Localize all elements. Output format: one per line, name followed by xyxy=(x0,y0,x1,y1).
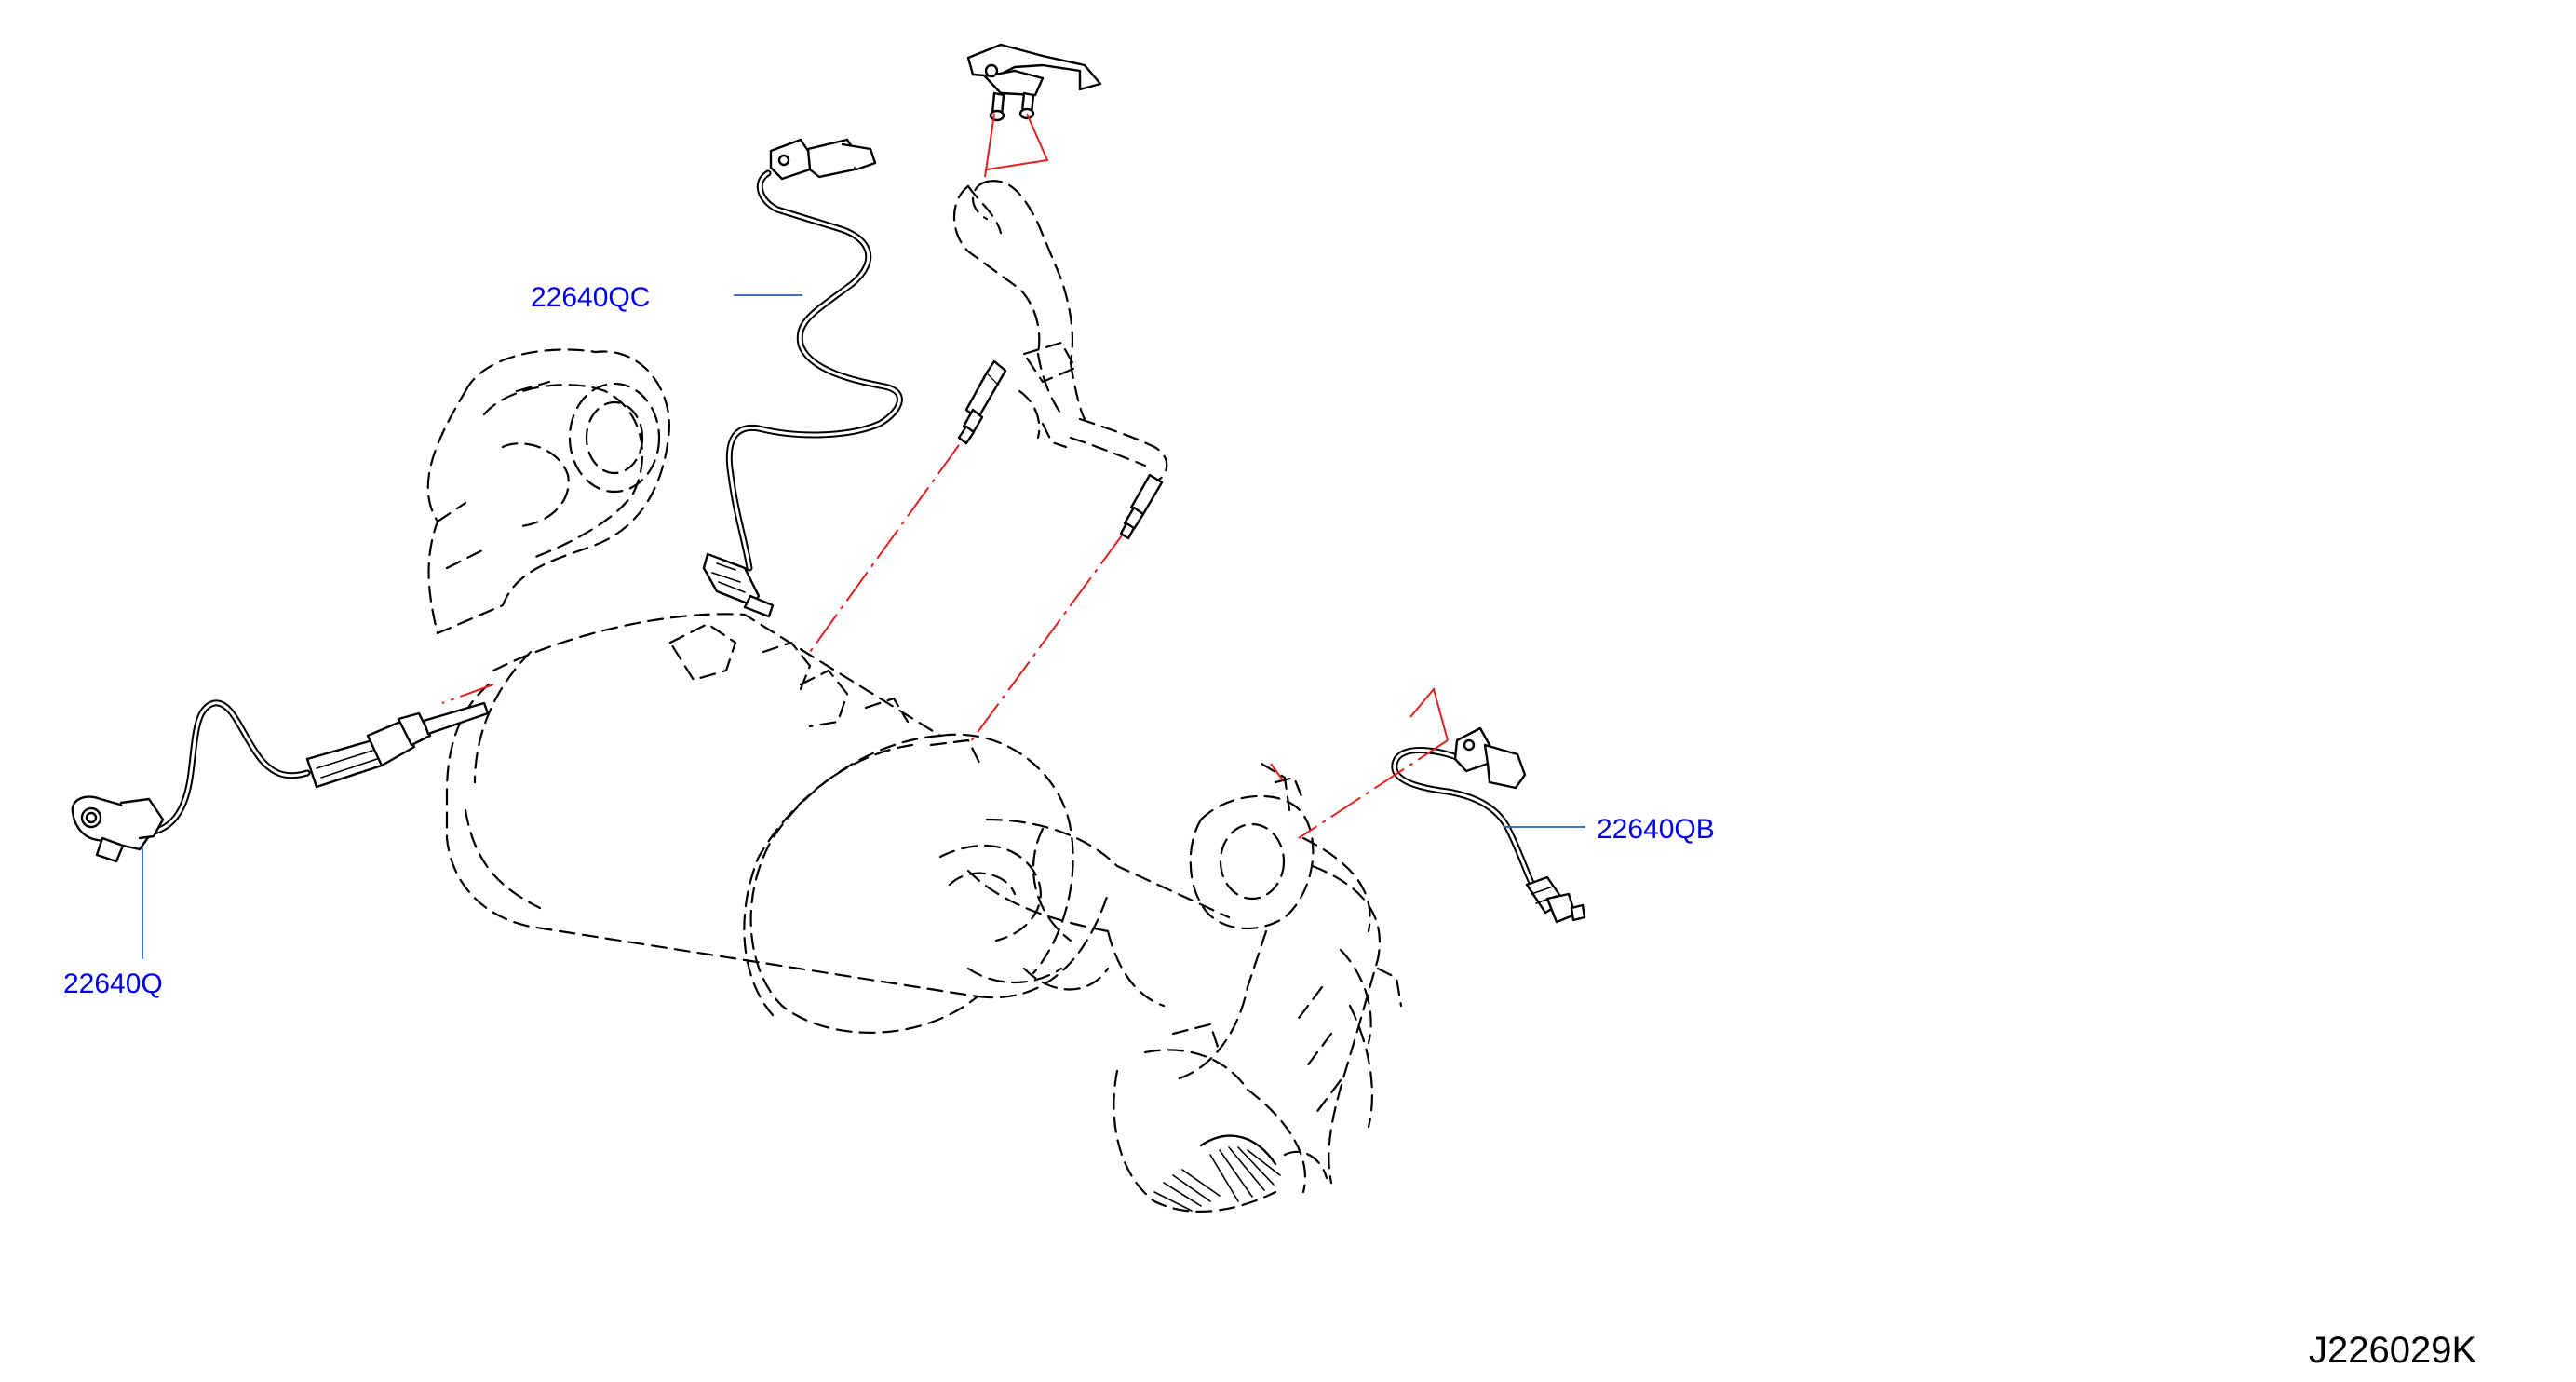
exhaust-catalyst-assembly xyxy=(426,348,1403,1213)
alignment-lines xyxy=(441,113,1449,839)
pressure-sensor xyxy=(966,43,1102,122)
sensor-22640q xyxy=(71,699,490,863)
part-label-22640qb[interactable]: 22640QB xyxy=(1597,814,1715,845)
sensor-22640qb xyxy=(1391,726,1586,924)
hose-fitting-right xyxy=(1119,473,1164,540)
leader-lines xyxy=(142,294,1585,959)
diagram-reference-code: J226029K xyxy=(2309,1330,2476,1371)
outlet-hatching xyxy=(1153,1134,1328,1212)
part-label-22640q[interactable]: 22640Q xyxy=(63,969,163,999)
part-label-22640qc[interactable]: 22640QC xyxy=(531,282,650,313)
hose-fitting-left xyxy=(957,359,1007,445)
sensor-22640qc xyxy=(702,138,903,618)
pressure-hoses xyxy=(952,180,1168,481)
